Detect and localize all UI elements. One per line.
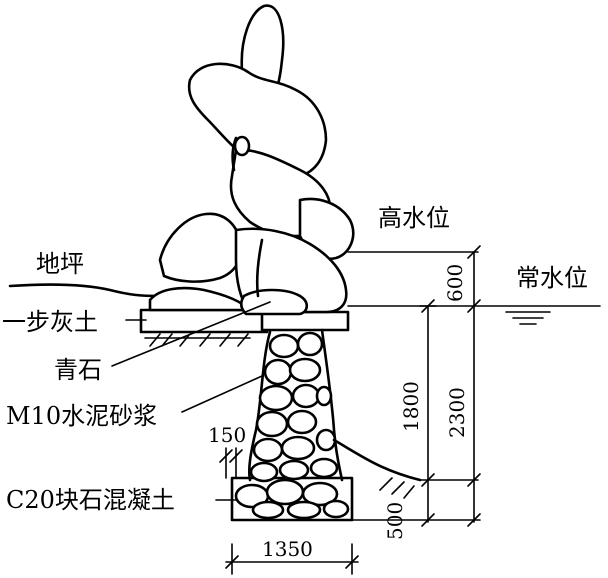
rockery: [148, 4, 355, 316]
dim-ticks-150: [219, 449, 243, 463]
dim-label-500: 500: [383, 502, 407, 540]
rock-upper: [187, 62, 328, 179]
dim-label-2300: 2300: [445, 387, 469, 438]
wall-outline-left: [247, 330, 272, 482]
wall-outline-right: [320, 328, 344, 482]
dim-ticks-vertical: [421, 245, 481, 527]
label-ground: 地坪: [36, 250, 84, 278]
soil-hatch: [144, 333, 251, 347]
dim-label-1800: 1800: [399, 381, 423, 432]
water-level-symbol: [505, 311, 551, 325]
concrete-stones: [234, 478, 350, 520]
dim-label-1350: 1350: [262, 537, 313, 561]
rock-base-left: [148, 286, 252, 312]
dim-ticks-1350: [225, 555, 359, 569]
label-high-water: 高水位: [378, 204, 450, 232]
label-concrete: C20块石混凝土: [6, 486, 175, 514]
rock-left: [158, 212, 243, 283]
bank-slope: [332, 438, 422, 482]
label-mortar: M10水泥砂浆: [6, 402, 157, 430]
masonry-stones: [249, 331, 339, 483]
bank-hatch: [379, 477, 415, 499]
leader-bluestone: [111, 301, 271, 367]
leader-mortar: [181, 375, 263, 413]
ground-line: [8, 283, 162, 298]
label-normal-water: 常水位: [516, 264, 588, 292]
rock-hole: [233, 135, 251, 157]
label-lime-soil: 一步灰土: [2, 308, 98, 336]
dim-label-600: 600: [443, 264, 467, 302]
label-bluestone: 青石: [54, 356, 102, 384]
rock-crack-2: [255, 238, 264, 298]
dim-label-150: 150: [208, 423, 246, 447]
